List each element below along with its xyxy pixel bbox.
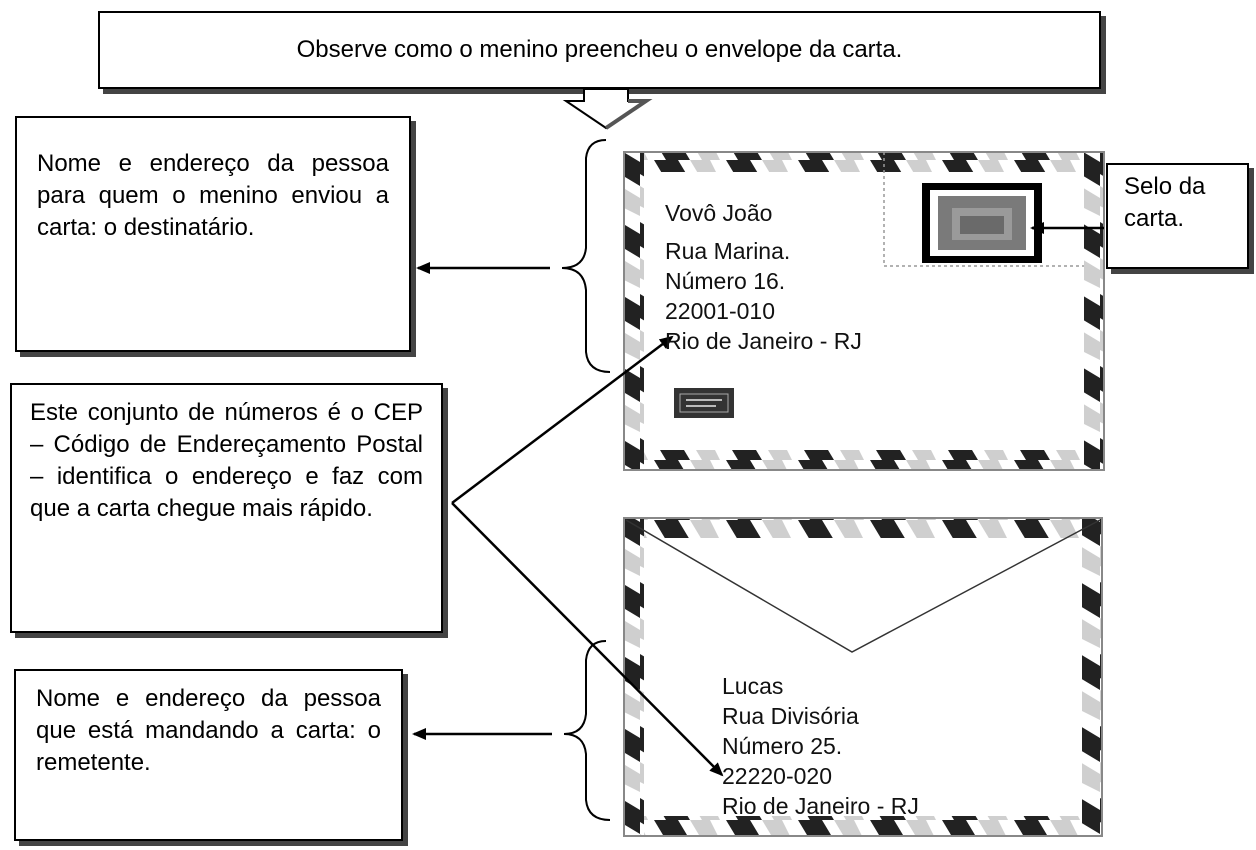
stamp-icon	[922, 183, 1042, 263]
envelope-back	[623, 517, 1103, 837]
selo-callout: Selo da carta.	[1106, 163, 1249, 269]
address-line: 22001-010	[665, 298, 775, 324]
address-line: Rio de Janeiro - RJ	[722, 793, 919, 819]
address-line: Vovô João	[665, 200, 773, 226]
address-line: Rio de Janeiro - RJ	[665, 328, 862, 354]
destinatario-text: Nome e endereço da pessoa para quem o me…	[37, 150, 389, 241]
envelope-front	[623, 151, 1105, 471]
arrow-cep-front	[451, 335, 674, 504]
bracket-front	[561, 139, 611, 373]
destinatario-callout: Nome e endereço da pessoa para quem o me…	[15, 116, 411, 352]
remetente-callout: Nome e endereço da pessoa que está manda…	[14, 669, 403, 841]
address-line: Rua Marina.	[665, 238, 791, 264]
address-line: 22220-020	[722, 763, 832, 789]
bracket-back	[563, 640, 611, 821]
down-arrow-icon	[562, 88, 653, 130]
instruction-banner: Observe como o menino preencheu o envelo…	[98, 11, 1101, 89]
envelope-back-address: Lucas Rua Divisória Número 25. 22220-020…	[722, 671, 919, 821]
arrow-cep-back	[451, 502, 724, 777]
selo-text: Selo da carta.	[1124, 173, 1206, 232]
cep-text: Este conjunto de números é o CEP – Códig…	[30, 399, 423, 522]
airmail-label-icon	[674, 388, 734, 418]
address-line: Lucas	[722, 673, 784, 699]
cep-callout: Este conjunto de números é o CEP – Códig…	[10, 383, 443, 633]
address-line: Número 25.	[722, 733, 843, 759]
envelope-front-address: Vovô João Rua Marina. Número 16. 22001-0…	[665, 198, 862, 356]
remetente-text: Nome e endereço da pessoa que está manda…	[36, 685, 381, 776]
address-line: Rua Divisória	[722, 703, 859, 729]
address-line: Número 16.	[665, 268, 786, 294]
instruction-text: Observe como o menino preencheu o envelo…	[296, 36, 903, 63]
